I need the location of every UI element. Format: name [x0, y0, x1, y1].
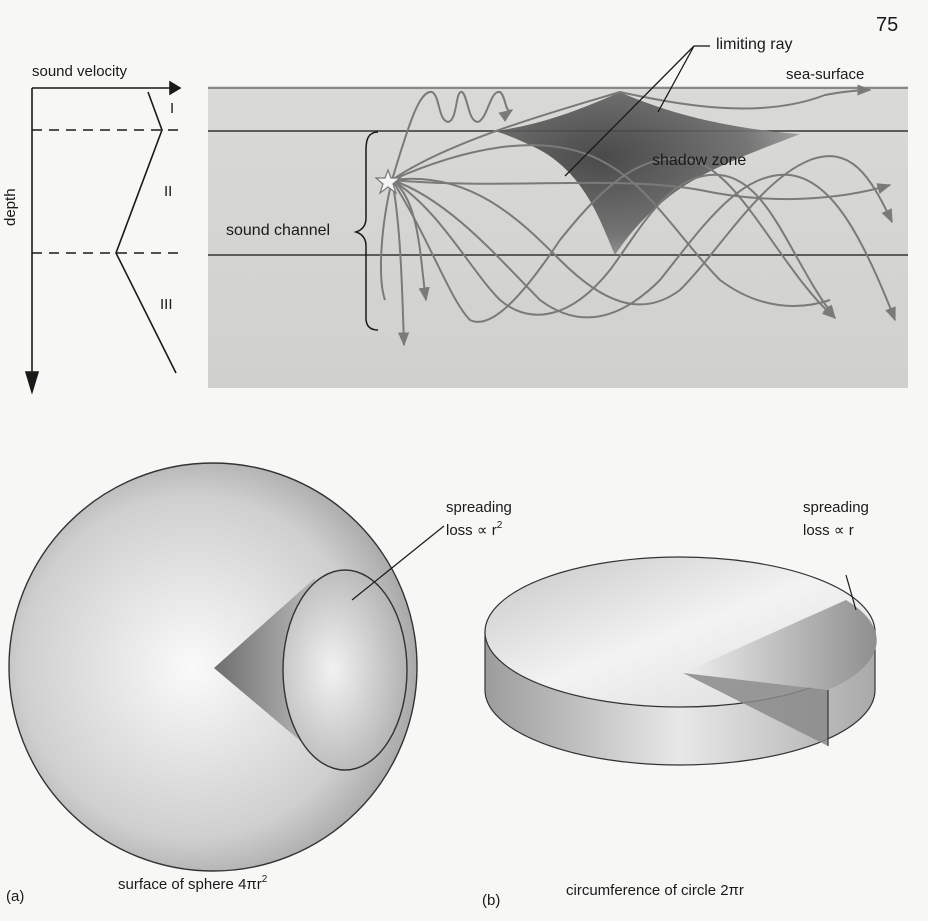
layer-label-2: II [164, 183, 173, 200]
sphere-figure [8, 462, 445, 872]
wedge-top [683, 600, 877, 690]
spreading-label-b-line1: spreading [803, 499, 869, 516]
fig-a-caption: surface of sphere 4πr2 [118, 874, 268, 893]
source-star-icon [374, 168, 402, 195]
layer-label-1: I [170, 100, 175, 117]
limiting-ray-leaders [564, 45, 710, 177]
velocity-axis-label: sound velocity [32, 63, 128, 80]
wedge-side [683, 673, 828, 746]
depth-axis-label: depth [2, 188, 19, 226]
limiting-ray-label: limiting ray [716, 36, 793, 53]
velocity-axis-arrowhead [169, 80, 182, 96]
velocity-profile [24, 80, 182, 395]
spherical-cap [282, 569, 408, 771]
shadow-zone-label: shadow zone [652, 152, 747, 169]
spreading-label-b-line2: loss ∝ r [803, 522, 854, 539]
depth-axis-arrowhead [24, 371, 40, 395]
ray-paths [380, 84, 896, 347]
sphere [8, 462, 418, 872]
velocity-curve [115, 91, 177, 374]
fig-b-caption: circumference of circle 2πr [566, 882, 744, 899]
ocean-section [208, 86, 908, 388]
spreading-leader-a [351, 525, 445, 601]
fig-a-tag: (a) [6, 888, 25, 905]
sound-channel-brace [353, 131, 379, 331]
sea-surface-label: sea-surface [786, 66, 865, 83]
spreading-leader-b [845, 574, 857, 611]
disk-figure [484, 556, 877, 766]
layer-label-3: III [160, 296, 173, 313]
fig-b-tag: (b) [482, 892, 501, 909]
spreading-label-a-line1: spreading [446, 499, 512, 516]
shadow-zone-area [495, 92, 800, 255]
spreading-label-a-line2: loss ∝ r2 [446, 520, 503, 539]
sound-channel-label: sound channel [226, 222, 331, 239]
page-number: 75 [876, 14, 899, 36]
